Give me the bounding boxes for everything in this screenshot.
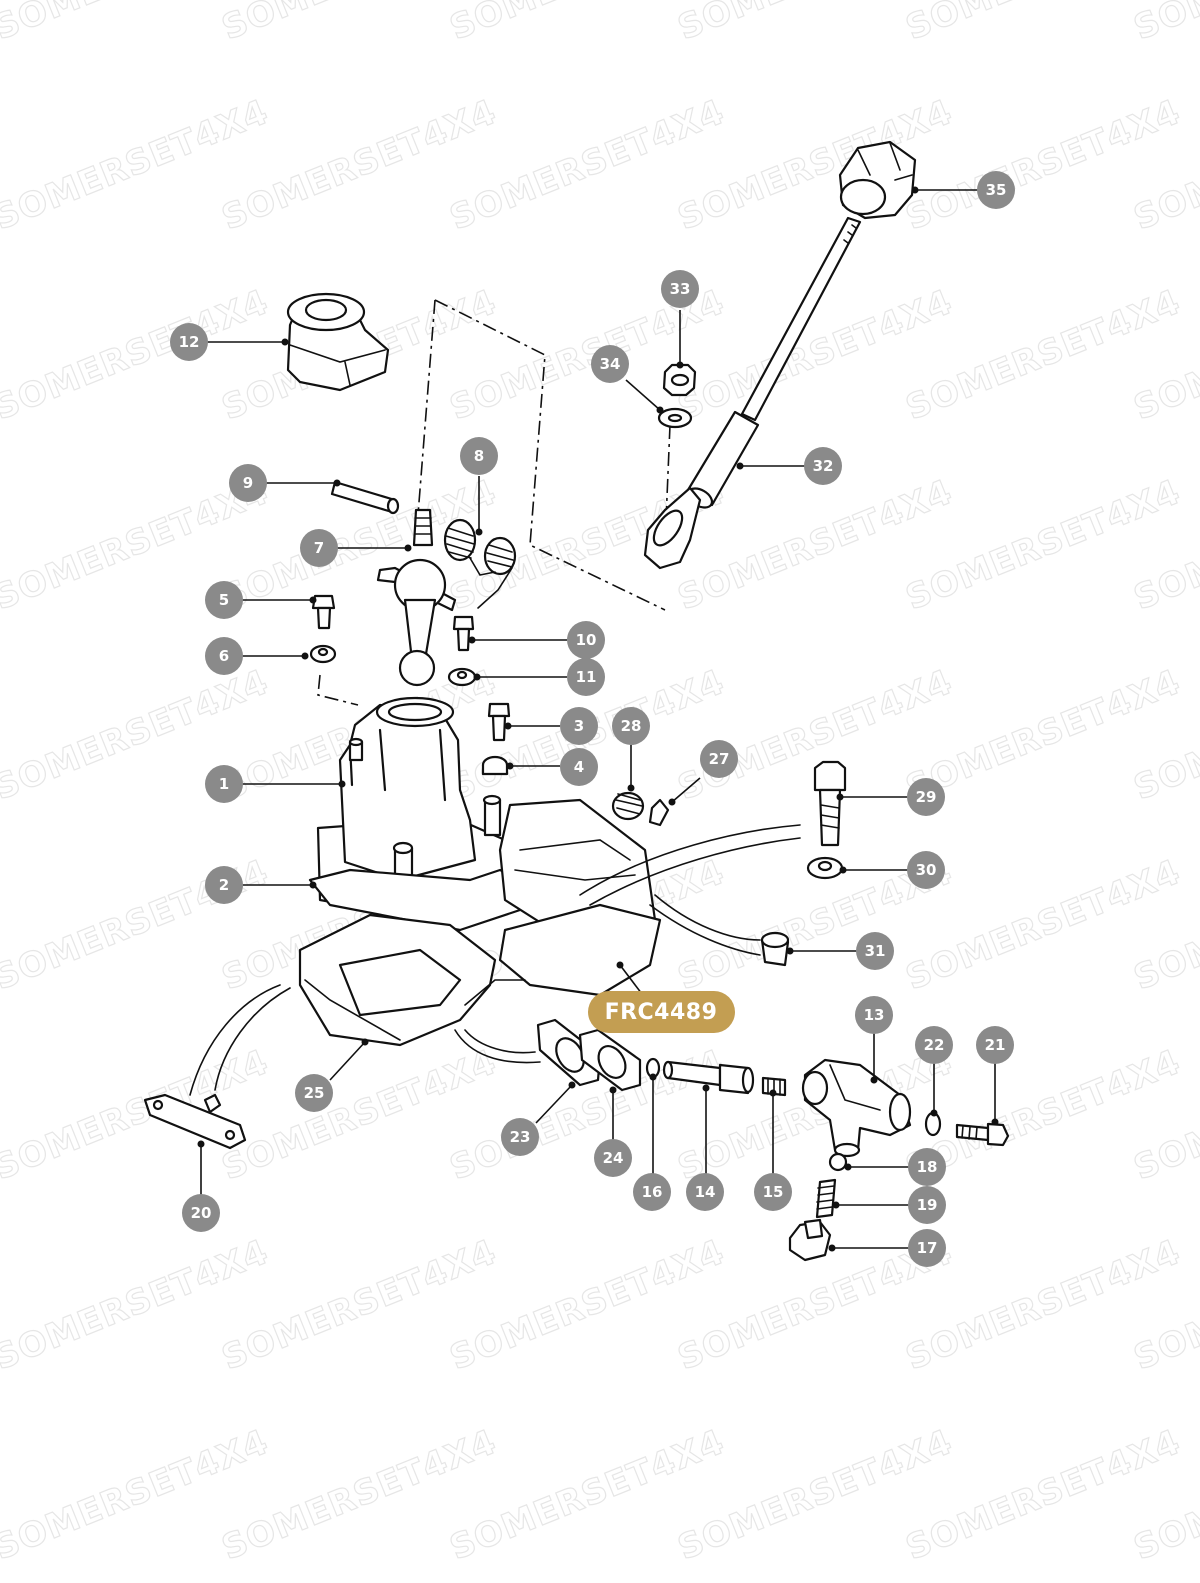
callout-label: 11: [576, 668, 597, 686]
callout-label: 14: [695, 1183, 716, 1201]
callout-15: 15: [754, 1173, 792, 1211]
callout-30: 30: [907, 851, 945, 889]
callout-28: 28: [612, 707, 650, 745]
callout-label: 23: [510, 1128, 531, 1146]
callout-16: 16: [633, 1173, 671, 1211]
callout-2: 2: [205, 866, 243, 904]
lower-lever: [376, 508, 457, 687]
callout-label: 29: [916, 788, 937, 806]
callout-label: 20: [191, 1204, 212, 1222]
callout-8: 8: [460, 437, 498, 475]
callout-label: 35: [986, 181, 1007, 199]
callout-label: 13: [864, 1006, 885, 1024]
callout-label: 16: [642, 1183, 663, 1201]
callout-1: 1: [205, 765, 243, 803]
plug: [611, 791, 645, 821]
callout-label: 19: [917, 1196, 938, 1214]
detent-housing: [801, 1058, 912, 1158]
watermark-text: SOMERSET4X4: [1128, 0, 1200, 48]
callout-label: 10: [576, 631, 597, 649]
selector-shaft: [662, 1060, 755, 1095]
callout-6: 6: [205, 637, 243, 675]
callout-19: 19: [908, 1186, 946, 1224]
callout-label: 4: [574, 758, 584, 776]
callout-20: 20: [182, 1194, 220, 1232]
callout-label: 34: [600, 355, 621, 373]
callout-11: 11: [567, 658, 605, 696]
parts-drawing: [143, 140, 1010, 1262]
callout-label: 25: [304, 1084, 325, 1102]
lever-gaiter: [286, 292, 390, 392]
callout-label: 9: [243, 474, 253, 492]
callout-label: 17: [917, 1239, 938, 1257]
callout-23: 23: [501, 1118, 539, 1156]
callout-18: 18: [908, 1148, 946, 1186]
long-bolt: [813, 760, 847, 847]
callout-label: 1: [219, 775, 229, 793]
callout-5: 5: [205, 581, 243, 619]
callout-label: 3: [574, 717, 584, 735]
callout-22: 22: [915, 1026, 953, 1064]
callout-13: 13: [855, 996, 893, 1034]
callout-label: 27: [709, 750, 730, 768]
callout-label: 22: [924, 1036, 945, 1054]
callout-29: 29: [907, 778, 945, 816]
callout-17: 17: [908, 1229, 946, 1267]
part-reference-label: FRC4489: [605, 1000, 718, 1025]
callout-label: 31: [865, 942, 886, 960]
gearbox-cover: [298, 798, 662, 1047]
callout-label: 2: [219, 876, 229, 894]
callout-14: 14: [686, 1173, 724, 1211]
callout-label: 12: [179, 333, 200, 351]
part-reference-badge: FRC4489: [588, 991, 735, 1033]
callout-label: 24: [603, 1149, 624, 1167]
callout-3: 3: [560, 707, 598, 745]
callout-label: 8: [474, 447, 484, 465]
callout-32: 32: [804, 447, 842, 485]
callout-label: 28: [621, 717, 642, 735]
callout-label: 6: [219, 647, 229, 665]
pivot-pin: [330, 480, 400, 515]
callout-25: 25: [295, 1074, 333, 1112]
detent-plug: [788, 1218, 832, 1262]
detent-bolt: [955, 1122, 1010, 1147]
torsion-springs: [443, 518, 517, 609]
callout-label: 7: [314, 539, 324, 557]
callout-35: 35: [977, 171, 1015, 209]
callout-label: 15: [763, 1183, 784, 1201]
callout-7: 7: [300, 529, 338, 567]
callout-label: 5: [219, 591, 229, 609]
callout-21: 21: [976, 1026, 1014, 1064]
callout-24: 24: [594, 1139, 632, 1177]
callout-label: 21: [985, 1036, 1006, 1054]
callout-27: 27: [700, 740, 738, 778]
callout-10: 10: [567, 621, 605, 659]
gear-knob: [838, 140, 917, 220]
callout-12: 12: [170, 323, 208, 361]
callout-31: 31: [856, 932, 894, 970]
callout-34: 34: [591, 345, 629, 383]
gear-lever: [643, 216, 862, 570]
callout-4: 4: [560, 748, 598, 786]
callout-label: 32: [813, 457, 834, 475]
callout-33: 33: [661, 270, 699, 308]
callout-label: 33: [670, 280, 691, 298]
callout-label: 30: [916, 861, 937, 879]
callout-9: 9: [229, 464, 267, 502]
blanking-plate: [143, 1093, 247, 1150]
callout-label: 18: [917, 1158, 938, 1176]
